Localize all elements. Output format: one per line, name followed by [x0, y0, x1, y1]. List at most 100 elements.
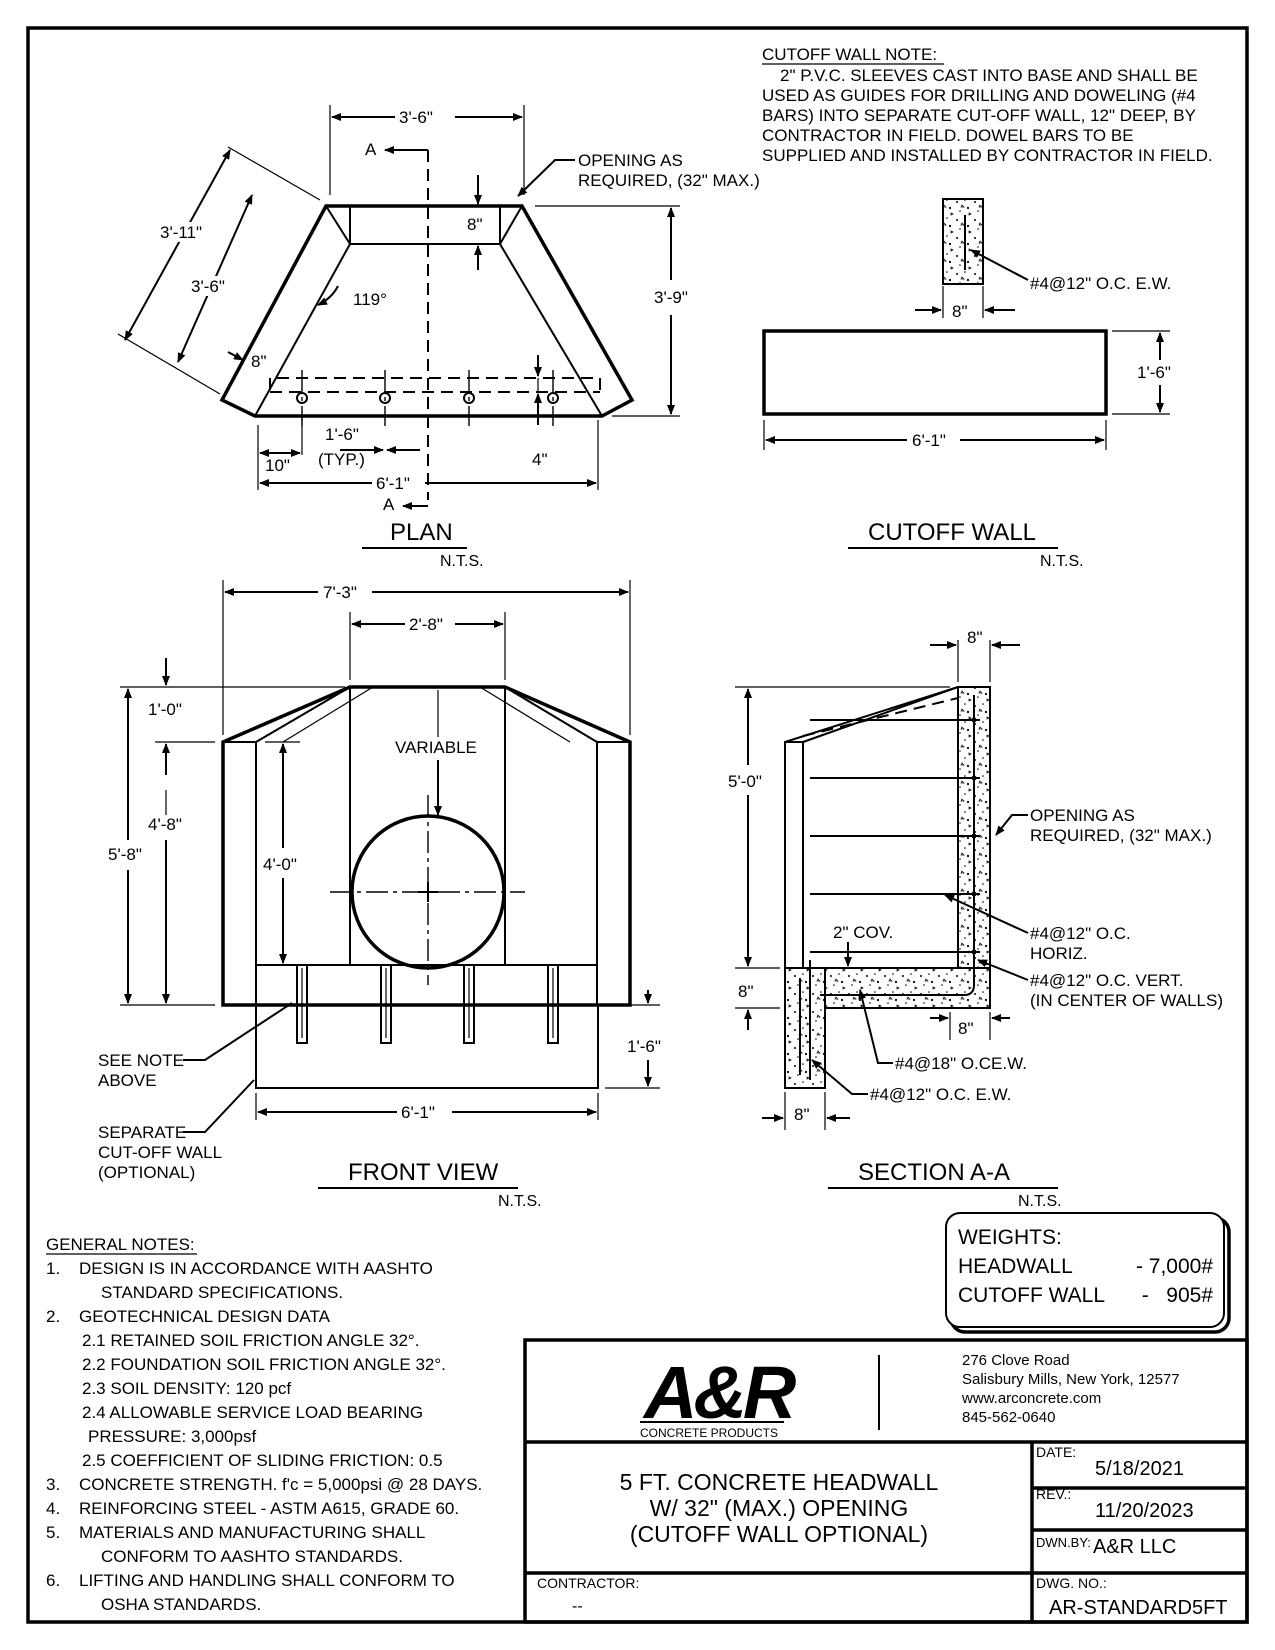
section-dim-base: 8"	[738, 982, 754, 1001]
note-text: 2.1 RETAINED SOIL FRICTION ANGLE 32°.	[82, 1331, 419, 1350]
front-dim-base-width: 6'-1"	[401, 1103, 435, 1122]
general-notes: GENERAL NOTES: 1. DESIGN IS IN ACCORDANC…	[46, 1235, 482, 1614]
address-line: www.arconcrete.com	[961, 1390, 1101, 1407]
plan-dim-thick-side: 8"	[251, 352, 267, 371]
plan-section-mark-bottom: A	[383, 495, 395, 514]
cutoff-wall-section	[942, 198, 984, 285]
section-scale: N.T.S.	[1018, 1193, 1062, 1210]
front-view: 7'-3" 2'-8" VARIABLE 1'-0" 4'-8" 5'-8" 4…	[98, 580, 661, 1210]
section-vert-note: #4@12" O.C. VERT.	[1030, 971, 1183, 990]
plan-dim-bottom-width: 6'-1"	[376, 474, 410, 493]
cutoff-wall-height: 1'-6"	[1137, 363, 1171, 382]
front-headwall-outline	[221, 685, 632, 1007]
logo-subtitle: CONCRETE PRODUCTS	[640, 1426, 778, 1440]
plan-dim-edge-offset: 10"	[265, 456, 290, 475]
dwn-value: A&R LLC	[1093, 1536, 1176, 1558]
address-line: Salisbury Mills, New York, 12577	[962, 1371, 1180, 1388]
note-text: CONFORM TO AASHTO STANDARDS.	[101, 1547, 403, 1566]
dwn-label: DWN.BY:	[1036, 1535, 1091, 1550]
date-value: 5/18/2021	[1095, 1458, 1184, 1480]
plan-opening-note: REQUIRED, (32" MAX.)	[578, 171, 760, 190]
plan-scale: N.T.S.	[440, 553, 484, 570]
cutoff-wall-thickness: 8"	[952, 302, 968, 321]
drawing-title-line: (CUTOFF WALL OPTIONAL)	[630, 1521, 928, 1547]
note-num: 5.	[46, 1523, 60, 1542]
note-text: 2.5 COEFFICIENT OF SLIDING FRICTION: 0.5	[82, 1451, 443, 1470]
rev-value: 11/20/2023	[1095, 1500, 1194, 1522]
front-separate: CUT-OFF WALL	[98, 1143, 222, 1162]
section-dim-height: 5'-0"	[728, 772, 762, 791]
address-line: 845-562-0640	[962, 1409, 1055, 1426]
cutoff-note-line: USED AS GUIDES FOR DRILLING AND DOWELING…	[762, 86, 1196, 105]
title-block: A&R CONCRETE PRODUCTS 276 Clove Road Sal…	[523, 1338, 1249, 1624]
note-text: 2.3 SOIL DENSITY: 120 pcf	[82, 1379, 291, 1398]
front-dim-opening-width: 2'-8"	[409, 615, 443, 634]
weights-heading: WEIGHTS:	[958, 1226, 1062, 1249]
front-dim-inner-height: 4'-0"	[263, 855, 297, 874]
cutoff-note-line: SUPPLIED AND INSTALLED BY CONTRACTOR IN …	[762, 146, 1213, 165]
weights-box: WEIGHTS: HEADWALL - 7,000# CUTOFF WALL -…	[945, 1212, 1231, 1334]
plan-dim-spacing: 1'-6"	[325, 425, 359, 444]
cutoff-wall-rebar: #4@12" O.C. E.W.	[1030, 274, 1171, 293]
section-view: 8" 5'-0" 8" 2" COV. 8" 8" OPENING AS REQ…	[728, 628, 1223, 1210]
section-dim-cutoff: 8"	[794, 1105, 810, 1124]
company-logo: A&R CONCRETE PRODUCTS	[640, 1351, 800, 1440]
note-num: 3.	[46, 1475, 60, 1494]
plan-dim-angle: 119°	[353, 290, 387, 309]
plan-dowels	[296, 370, 559, 426]
note-num: 4.	[46, 1499, 60, 1518]
plan-dim-top-width: 3'-6"	[399, 108, 433, 127]
note-text: CONCRETE STRENGTH. f'c = 5,000psi @ 28 D…	[79, 1475, 482, 1494]
plan-dim-thick-top: 8"	[467, 215, 483, 234]
logo-text: A&R	[642, 1351, 796, 1434]
date-label: DATE:	[1036, 1444, 1076, 1460]
plan-dim-depth: 3'-9"	[654, 288, 688, 307]
weights-label: CUTOFF WALL	[958, 1284, 1105, 1307]
cutoff-wall-scale: N.T.S.	[1040, 553, 1084, 570]
cutoff-note-line: BARS) INTO SEPARATE CUT-OFF WALL, 12" DE…	[762, 106, 1196, 125]
plan-dim-inset: 4"	[532, 450, 548, 469]
front-dim-overall-width: 7'-3"	[323, 583, 357, 602]
note-num: 1.	[46, 1259, 60, 1278]
note-text: LIFTING AND HANDLING SHALL CONFORM TO	[79, 1571, 455, 1590]
note-text: REINFORCING STEEL - ASTM A615, GRADE 60.	[79, 1499, 459, 1518]
rev-label: REV.:	[1036, 1486, 1071, 1502]
note-text: MATERIALS AND MANUFACTURING SHALL	[79, 1523, 425, 1542]
note-text: 2.2 FOUNDATION SOIL FRICTION ANGLE 32°.	[82, 1355, 446, 1374]
note-text: STANDARD SPECIFICATIONS.	[101, 1283, 343, 1302]
weights-label: HEADWALL	[958, 1255, 1073, 1278]
front-separate: SEPARATE	[98, 1123, 186, 1142]
drawing-title-line: 5 FT. CONCRETE HEADWALL	[620, 1469, 939, 1495]
plan-section-mark-top: A	[365, 140, 377, 159]
front-separate: (OPTIONAL)	[98, 1163, 195, 1182]
front-scale: N.T.S.	[498, 1193, 542, 1210]
note-num: 2.	[46, 1307, 60, 1326]
contractor-value: --	[572, 1598, 583, 1615]
note-text: OSHA STANDARDS.	[101, 1595, 261, 1614]
section-dim-wall-top: 8"	[967, 628, 983, 647]
front-dim-overall-height: 5'-8"	[108, 845, 142, 864]
note-text: DESIGN IS IN ACCORDANCE WITH AASHTO	[79, 1259, 433, 1278]
cutoff-note-line: CONTRACTOR IN FIELD. DOWEL BARS TO BE	[762, 126, 1134, 145]
cutoff-wall-title: CUTOFF WALL	[868, 519, 1036, 546]
section-cutoff-note: #4@12" O.C. E.W.	[870, 1085, 1011, 1104]
plan-view: A A 3'-6" 3'-11" 3'-6" 8" 8" 119° OPENIN…	[117, 105, 760, 570]
weights-value: - 7,000#	[1136, 1255, 1213, 1278]
note-text: 2.4 ALLOWABLE SERVICE LOAD BEARING	[82, 1403, 423, 1422]
section-title: SECTION A-A	[858, 1159, 1010, 1186]
front-dim-wing-height: 4'-8"	[148, 815, 182, 834]
note-num: 6.	[46, 1571, 60, 1590]
cutoff-wall-elevation	[762, 329, 1108, 416]
front-dim-variable: VARIABLE	[395, 738, 477, 757]
section-cutoff	[784, 967, 826, 1089]
plan-dim-wing-inner: 3'-6"	[191, 277, 225, 296]
address-line: 276 Clove Road	[962, 1352, 1070, 1369]
section-vert-note: (IN CENTER OF WALLS)	[1030, 991, 1223, 1010]
dwg-label: DWG. NO.:	[1036, 1575, 1107, 1591]
cutoff-note-heading: CUTOFF WALL NOTE:	[762, 45, 937, 64]
dwg-value: AR-STANDARD5FT	[1049, 1597, 1228, 1619]
cutoff-wall-note: CUTOFF WALL NOTE: 2" P.V.C. SLEEVES CAST…	[762, 45, 1213, 165]
note-text: PRESSURE: 3,000psf	[88, 1427, 256, 1446]
section-opening-note: REQUIRED, (32" MAX.)	[1030, 826, 1212, 845]
